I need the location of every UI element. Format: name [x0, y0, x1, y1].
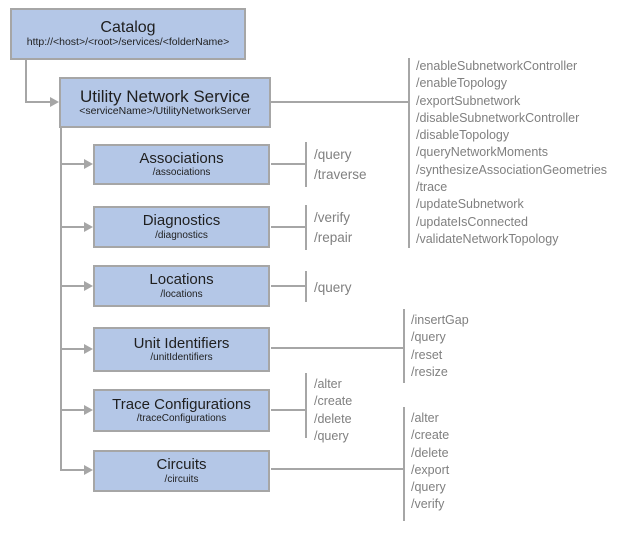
locations-operations-list: /query — [314, 278, 352, 298]
trace-configurations-title: Trace Configurations — [112, 395, 251, 413]
arrow-right-icon — [84, 281, 93, 291]
operation: /enableTopology — [416, 76, 508, 91]
connector-branch-circuits — [61, 469, 84, 471]
operation: /insertGap — [411, 313, 469, 327]
operation: /updateSubnetwork — [416, 197, 524, 212]
operation: /trace — [416, 180, 448, 195]
connector-diagnostics-ops — [271, 226, 305, 228]
associations-node: Associations /associations — [93, 144, 270, 185]
operation: /export — [411, 462, 450, 477]
operation: /resize — [411, 364, 448, 379]
locations-path: /locations — [160, 288, 203, 300]
bracket-locations-ops — [305, 271, 307, 302]
operation: /synthesizeAssociationGeometries — [416, 162, 608, 177]
circuits-path: /circuits — [164, 473, 199, 485]
connector-catalog-vline — [25, 60, 27, 103]
utility-network-service-node: Utility Network Service <serviceName>/Ut… — [59, 77, 271, 128]
catalog-node: Catalog http://<host>/<root>/services/<f… — [10, 8, 246, 60]
operation: /query — [314, 147, 352, 162]
locations-title: Locations — [149, 271, 214, 288]
circuits-operations-list: /alter /create /delete /export /query /v… — [411, 410, 449, 514]
connector-trunk-vline — [60, 128, 62, 471]
connector-branch-locations — [61, 285, 84, 287]
operation: /verify — [314, 210, 351, 225]
connector-branch-trace-configurations — [61, 409, 84, 411]
operation: /create — [314, 394, 353, 409]
connector-branch-diagnostics — [61, 226, 84, 228]
operation: /query — [314, 428, 349, 443]
associations-path: /associations — [152, 167, 211, 179]
uns-operations-list: /enableSubnetworkController /enableTopol… — [416, 58, 607, 248]
operation: /validateNetworkTopology — [416, 231, 559, 246]
connector-branch-associations — [61, 163, 84, 165]
connector-uns-ops — [271, 101, 408, 103]
operation: /query — [411, 330, 446, 345]
operation: /disableSubnetworkController — [416, 110, 580, 125]
bracket-circuits-ops — [403, 407, 405, 521]
catalog-title: Catalog — [100, 19, 156, 37]
operation: /queryNetworkMoments — [416, 145, 548, 160]
diagnostics-path: /diagnostics — [155, 229, 208, 241]
bracket-trace-configurations-ops — [305, 373, 307, 438]
arrow-right-icon — [84, 405, 93, 415]
associations-title: Associations — [139, 149, 224, 167]
bracket-diagnostics-ops — [305, 205, 307, 250]
operation: /alter — [411, 411, 439, 425]
diagnostics-node: Diagnostics /diagnostics — [93, 206, 270, 248]
operation: /query — [314, 280, 352, 295]
arrow-right-icon — [84, 465, 93, 475]
operation: /exportSubnetwork — [416, 93, 521, 108]
connector-branch-unit-identifiers — [61, 348, 84, 350]
unit-identifiers-operations-list: /insertGap /query /reset /resize — [411, 312, 469, 381]
operation: /delete — [411, 445, 449, 460]
operation: /traverse — [314, 167, 367, 182]
arrow-right-icon — [84, 222, 93, 232]
unit-identifiers-node: Unit Identifiers /unitIdentifiers — [93, 327, 270, 372]
arrow-right-icon — [84, 344, 93, 354]
operation: /enableSubnetworkController — [416, 59, 578, 73]
operation: /verify — [411, 497, 445, 512]
associations-operations-list: /query /traverse — [314, 145, 367, 185]
connector-trace-configurations-ops — [271, 409, 305, 411]
trace-configurations-path: /traceConfigurations — [136, 413, 227, 425]
connector-associations-ops — [271, 163, 305, 165]
locations-node: Locations /locations — [93, 265, 270, 307]
operation: /create — [411, 428, 450, 443]
circuits-title: Circuits — [156, 456, 207, 473]
connector-catalog-hline — [25, 101, 51, 103]
diagnostics-title: Diagnostics — [142, 212, 221, 229]
trace-configurations-node: Trace Configurations /traceConfiguration… — [93, 389, 270, 432]
diagnostics-operations-list: /verify /repair — [314, 208, 352, 248]
trace-configurations-operations-list: /alter /create /delete /query — [314, 376, 352, 445]
operation: /disableTopology — [416, 128, 510, 143]
connector-circuits-ops — [271, 468, 403, 470]
unit-identifiers-title: Unit Identifiers — [133, 334, 230, 352]
operation: /reset — [411, 347, 443, 362]
circuits-node: Circuits /circuits — [93, 450, 270, 492]
connector-locations-ops — [271, 285, 305, 287]
connector-unit-identifiers-ops — [271, 347, 403, 349]
operation: /query — [411, 480, 446, 495]
arrow-right-icon — [84, 159, 93, 169]
utility-network-service-path: <serviceName>/UtilityNetworkServer — [79, 105, 251, 118]
unit-identifiers-path: /unitIdentifiers — [150, 352, 213, 364]
operation: /repair — [314, 230, 353, 245]
bracket-unit-identifiers-ops — [403, 309, 405, 383]
operation: /alter — [314, 377, 342, 391]
catalog-url: http://<host>/<root>/services/<folderNam… — [26, 36, 230, 49]
operation: /delete — [314, 411, 352, 426]
bracket-associations-ops — [305, 142, 307, 187]
operation: /updateIsConnected — [416, 214, 528, 229]
arrow-right-icon — [50, 97, 59, 107]
bracket-uns-ops — [408, 58, 410, 248]
utility-network-service-title: Utility Network Service — [79, 87, 251, 107]
